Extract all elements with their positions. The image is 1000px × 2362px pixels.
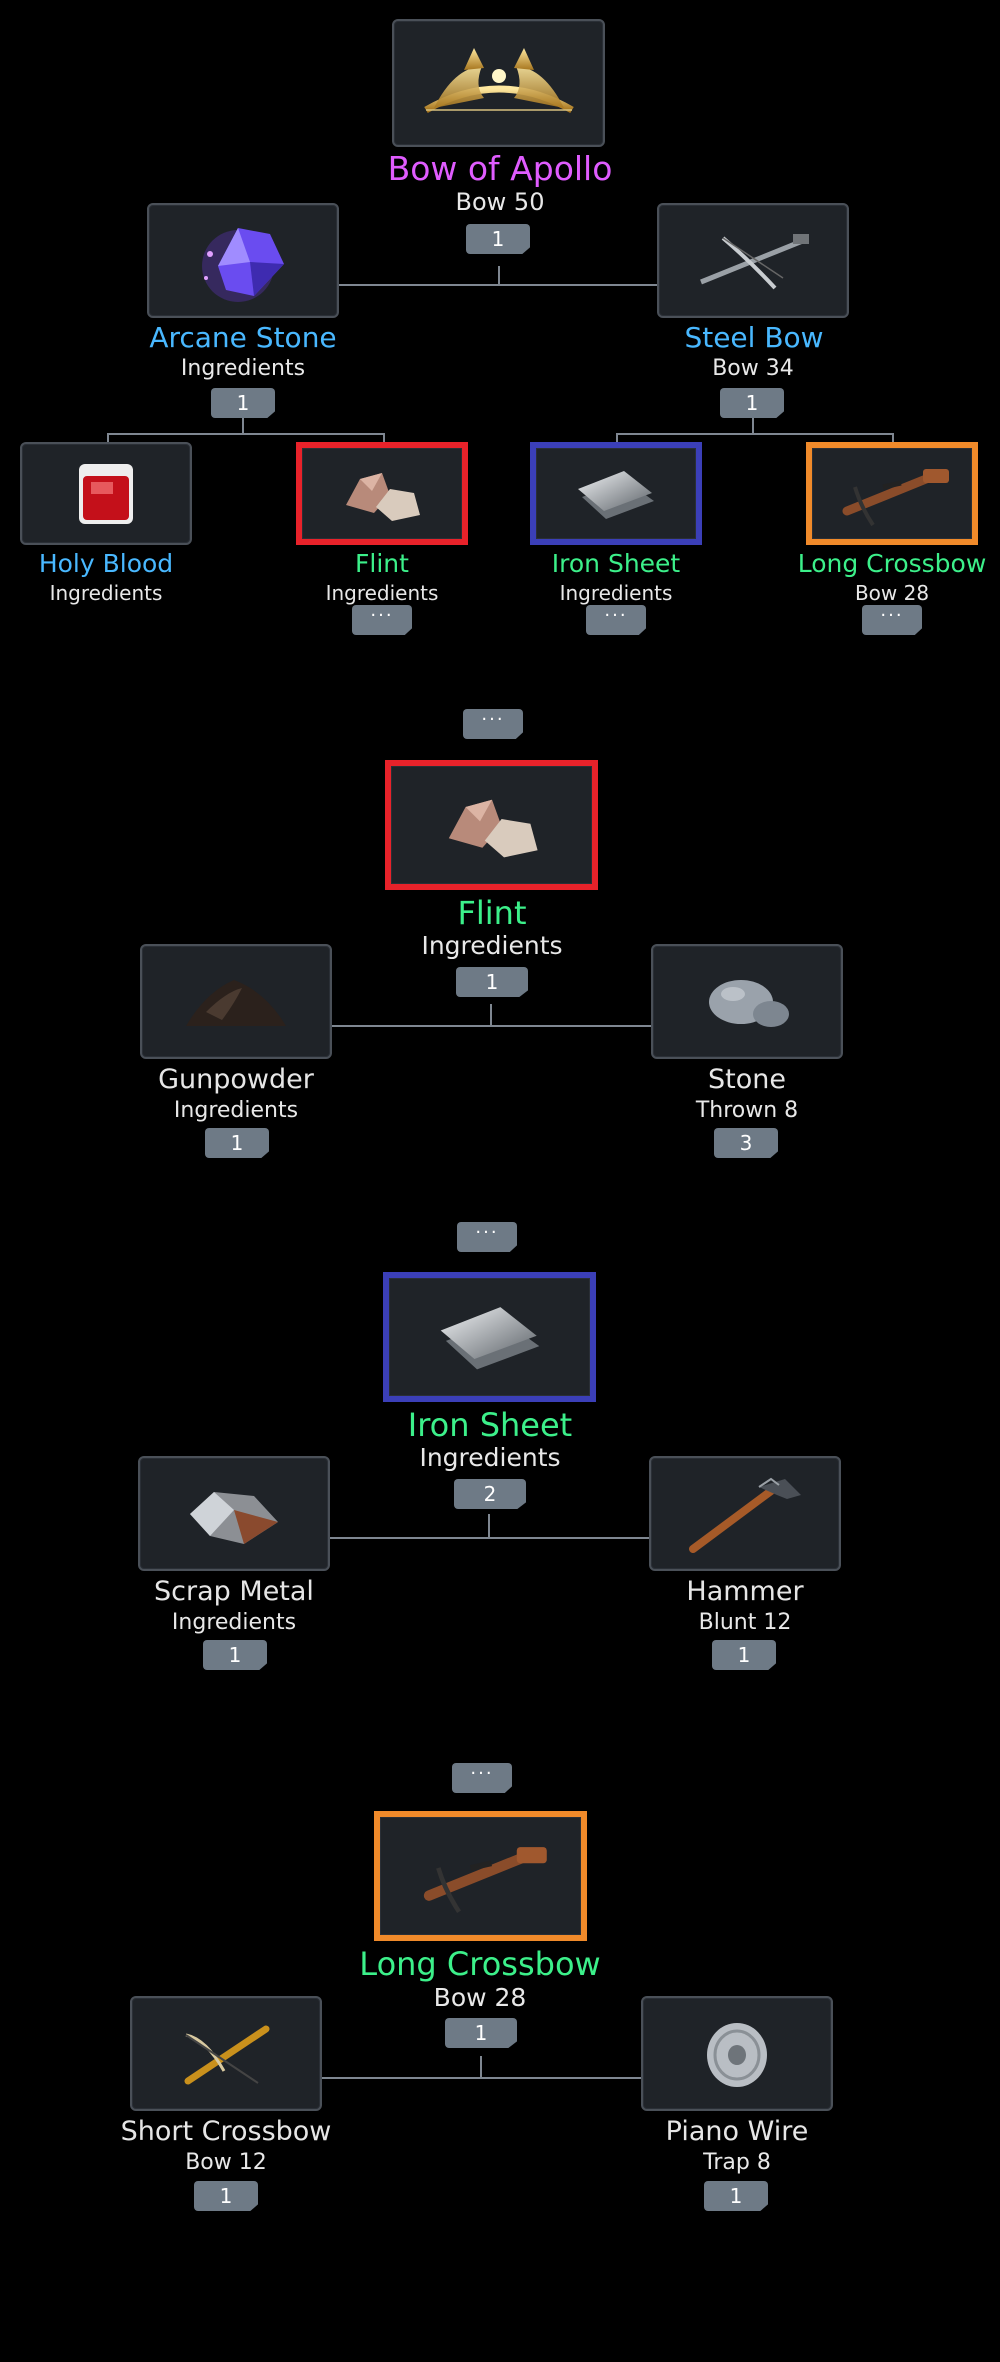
item-name: Scrap Metal [154,1576,314,1607]
item-category: Bow 34 [712,356,794,381]
item-slot-gunpowder[interactable] [140,944,332,1059]
hammer-icon [689,1477,801,1553]
item-name: Flint [355,549,409,578]
piano-wire-icon [707,2022,767,2087]
expand-more-button[interactable]: ··· [352,605,412,635]
connector-line [330,1025,653,1027]
connector-line [488,1514,490,1538]
gunpowder-icon [186,979,286,1026]
item-category: Blunt 12 [698,1610,792,1635]
item-slot-flint[interactable] [296,442,468,545]
item-slot-iron-sheet[interactable] [383,1272,596,1402]
item-name: Arcane Stone [149,321,337,354]
item-category: Ingredients [49,581,163,605]
expand-more-button[interactable]: ··· [586,605,646,635]
quantity-badge: 1 [211,388,275,418]
long-crossbow-icon [423,1847,547,1914]
long-crossbow-icon [842,468,949,526]
scrap-metal-icon [190,1491,278,1544]
item-category: Bow 28 [433,1983,527,2012]
item-category: Ingredients [421,931,563,960]
item-slot-stone[interactable] [651,944,843,1059]
item-category: Ingredients [325,581,439,605]
short-crossbow-icon [184,2025,270,2084]
stone-icon [709,979,789,1027]
item-slot-steel-bow[interactable] [657,203,849,318]
item-slot-flint[interactable] [385,760,598,890]
connector-line [616,433,894,435]
quantity-badge: 1 [203,1640,267,1670]
arcane-stone-icon [202,227,284,302]
item-name: Long Crossbow [359,1945,601,1983]
expand-more-button[interactable]: ··· [452,1763,512,1793]
connector-line [752,418,754,434]
quantity-badge: 1 [704,2181,768,2211]
item-category: Bow 50 [455,188,545,216]
item-name: Piano Wire [665,2116,809,2147]
connector-line [328,1537,651,1539]
iron-sheet-icon [578,470,654,519]
connector-line [107,433,385,435]
item-category: Ingredients [173,1098,299,1123]
iron-sheet-icon [440,1307,539,1370]
item-category: Ingredients [171,1610,297,1635]
connector-line [498,266,500,285]
item-category: Bow 28 [854,581,930,605]
item-name: Flint [457,894,527,932]
item-slot-hammer[interactable] [649,1456,841,1571]
flint-icon [448,799,538,858]
steel-bow-icon [700,233,809,289]
expand-more-button[interactable]: ··· [463,709,523,739]
quantity-badge: 1 [194,2181,258,2211]
connector-line [107,433,109,443]
item-name: Gunpowder [158,1064,314,1095]
connector-line [242,418,244,434]
flint-icon [346,472,420,521]
item-name: Stone [708,1064,786,1095]
item-slot-iron-sheet[interactable] [530,442,702,545]
item-slot-long-crossbow[interactable] [374,1811,587,1941]
golden-bow-icon [423,48,574,114]
item-name: Long Crossbow [797,549,987,578]
quantity-badge: 1 [720,388,784,418]
item-category: Thrown 8 [695,1098,799,1123]
item-slot-long-crossbow[interactable] [806,442,978,545]
connector-line [383,433,385,443]
quantity-badge: 1 [205,1128,269,1158]
connector-line [320,2077,643,2079]
item-slot-holy-blood[interactable] [20,442,192,545]
item-category: Ingredients [180,356,306,381]
item-name: Hammer [686,1576,804,1607]
quantity-badge: 3 [714,1128,778,1158]
item-name: Iron Sheet [551,549,681,578]
connector-line [480,2056,482,2078]
item-name: Steel Bow [684,321,824,354]
expand-more-button[interactable]: ··· [457,1222,517,1252]
item-name: Short Crossbow [120,2116,332,2147]
item-category: Trap 8 [703,2150,771,2175]
item-slot-piano-wire[interactable] [641,1996,833,2111]
connector-line [616,433,618,443]
expand-more-button[interactable]: ··· [862,605,922,635]
item-slot-short-crossbow[interactable] [130,1996,322,2111]
item-category: Bow 12 [185,2150,267,2175]
item-slot-scrap-metal[interactable] [138,1456,330,1571]
quantity-badge: 2 [454,1479,526,1509]
quantity-badge: 1 [445,2018,517,2048]
item-name: Bow of Apollo [387,149,613,188]
blood-pack-icon [79,463,133,524]
item-name: Holy Blood [38,549,174,578]
connector-line [892,433,894,443]
connector-line [490,1004,492,1026]
item-slot-bow-of-apollo[interactable] [392,19,605,147]
item-category: Ingredients [559,581,673,605]
item-slot-arcane-stone[interactable] [147,203,339,318]
item-name: Iron Sheet [407,1406,573,1444]
quantity-badge: 1 [456,967,528,997]
connector-line [337,284,661,286]
item-category: Ingredients [419,1443,561,1472]
quantity-badge: 1 [466,224,530,254]
quantity-badge: 1 [712,1640,776,1670]
